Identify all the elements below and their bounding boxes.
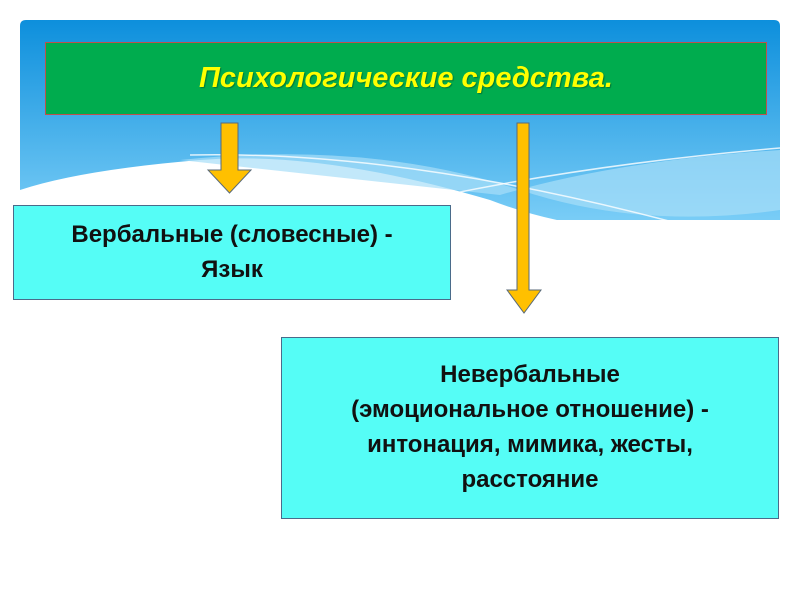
arrow-down-icon <box>206 122 253 194</box>
nonverbal-line: Невербальные <box>440 361 620 389</box>
verbal-box: Вербальные (словесные) - Язык <box>13 205 451 300</box>
nonverbal-box: Невербальные (эмоциональное отношение) -… <box>281 337 779 519</box>
nonverbal-line: (эмоциональное отношение) - <box>351 396 709 424</box>
title-box: Психологические средства. <box>45 42 767 115</box>
title-text: Психологические средства. <box>199 62 613 94</box>
verbal-line: Язык <box>201 255 263 283</box>
nonverbal-line: интонация, мимика, жесты, <box>367 431 693 458</box>
nonverbal-line: расстояние <box>461 465 599 493</box>
arrow-down-icon <box>506 122 542 314</box>
verbal-line: Вербальные (словесные) - <box>71 220 393 248</box>
